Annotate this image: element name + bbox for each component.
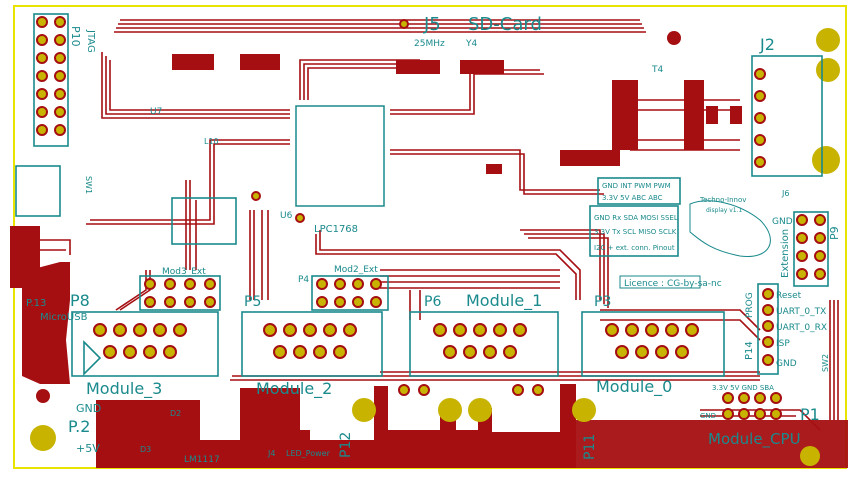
label-p12: P12 — [338, 432, 354, 458]
label-techno-logo: Techno-Innov — [699, 196, 746, 204]
mounting-holes — [30, 28, 840, 466]
smd-pads — [10, 54, 742, 444]
label-module-1: Module_1 — [466, 291, 542, 311]
through-hole-pads — [36, 16, 826, 420]
label-v-pins: 3.3V 5V ABC ABC — [602, 194, 663, 202]
label-mod3-ext: Mod3_Ext — [162, 267, 206, 277]
label-sdcard: SD-Card — [468, 14, 542, 35]
label-cpu-pins: 3.3V 5V GND SBA — [712, 384, 774, 392]
silk-labels: J5 SD-Card J2 P10 JTAG P1 P.2 P3 P4 P5 P… — [26, 14, 841, 465]
label-scl-row: 3.3V Tx SCL MISO SCLK — [594, 228, 677, 236]
silkscreen — [15, 13, 829, 377]
label-extension: Extension — [780, 229, 791, 278]
label-u6: U6 — [280, 211, 293, 221]
label-module-2: Module_2 — [256, 379, 332, 399]
traces — [40, 19, 839, 431]
label-mod2-ext: Mod2_Ext — [334, 265, 378, 275]
label-gnd-pins: GND INT PWM PWM — [602, 182, 671, 190]
label-lm1117: LM1117 — [184, 455, 220, 465]
label-module-cpu: Module_CPU — [708, 430, 801, 449]
label-gnd-ext: GND — [772, 217, 793, 227]
label-p11: P11 — [582, 434, 598, 460]
label-p4: P4 — [298, 275, 309, 285]
label-t4: T4 — [651, 65, 663, 75]
label-sw2: SW2 — [821, 354, 830, 372]
label-plus5v: +5V — [76, 442, 100, 455]
label-j5: J5 — [423, 14, 441, 35]
label-isp: ISP — [776, 339, 790, 349]
label-jtag: JTAG — [85, 29, 96, 53]
label-conn-pinout: I2C + ext. conn. Pinout — [594, 244, 675, 252]
label-p14: P14 — [744, 341, 755, 360]
label-lpc1768: LPC1768 — [314, 224, 358, 235]
label-p1: P1 — [800, 405, 820, 424]
label-prog: PROG — [745, 292, 755, 318]
label-techno-sub: display v1.1 — [706, 207, 742, 214]
label-p6: P6 — [424, 294, 441, 310]
label-microusb: MicroUSB — [40, 312, 88, 323]
label-licence: Licence : CG-by-sa-nc — [624, 279, 722, 289]
label-uart0-rx: UART_0_RX — [776, 323, 827, 333]
label-d3: D3 — [140, 445, 151, 454]
label-p9: P9 — [828, 226, 841, 240]
label-gnd-cpu: GND — [700, 412, 716, 420]
label-crystal: 25MHz — [414, 39, 445, 49]
label-j2: J2 — [759, 35, 775, 54]
label-sw1: SW1 — [84, 176, 93, 194]
label-p2: P.2 — [68, 417, 90, 436]
label-d2: D2 — [170, 409, 181, 418]
label-l10: L10 — [204, 137, 219, 146]
label-gnd: GND — [76, 402, 101, 415]
copper-pour — [22, 262, 848, 468]
label-module-3: Module_3 — [86, 379, 162, 399]
label-p8: P8 — [70, 291, 90, 310]
label-p10: P10 — [69, 26, 82, 47]
label-j4: J4 — [267, 449, 275, 458]
label-module-0: Module_0 — [596, 377, 672, 397]
label-p5: P5 — [244, 294, 261, 310]
label-u7: U7 — [150, 107, 162, 117]
label-sda-row: GND Rx SDA MOSI SSEL — [594, 214, 678, 222]
label-y4: Y4 — [465, 39, 477, 49]
label-gnd-prog: GND — [776, 359, 797, 369]
label-uart0-tx: UART_0_TX — [776, 307, 826, 317]
label-p13: P.13 — [26, 298, 46, 309]
board-outline — [13, 5, 847, 469]
label-reset: Reset — [776, 291, 802, 301]
label-led-power: LED_Power — [286, 449, 331, 458]
label-j6: J6 — [781, 189, 789, 198]
label-p3: P3 — [594, 294, 611, 310]
